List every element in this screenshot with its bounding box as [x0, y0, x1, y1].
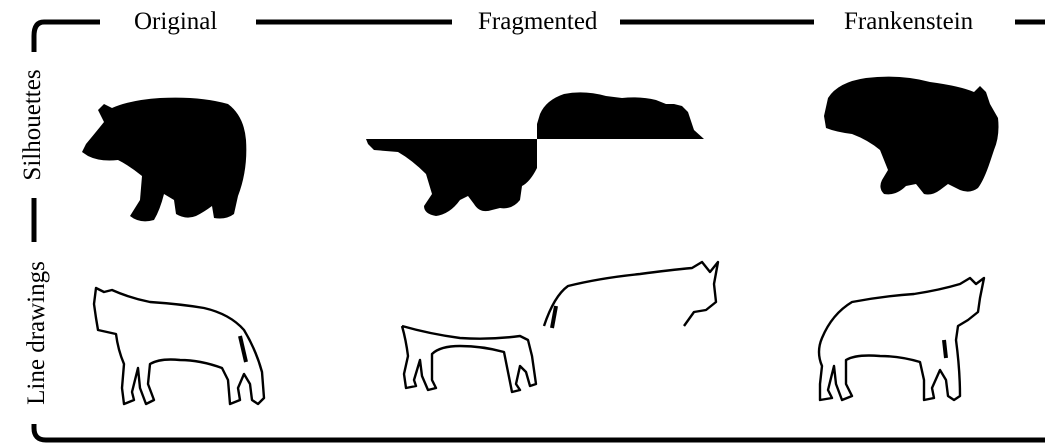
- top-rule-left: [31, 19, 45, 37]
- bear-silhouette-frankenstein: [824, 76, 999, 195]
- bear-silhouette-original: [82, 97, 247, 222]
- row-label-line-drawings: Line drawings: [22, 242, 52, 424]
- bear-silhouette-fragmented: [366, 92, 704, 216]
- wolf-drawing-frankenstein: [817, 276, 986, 402]
- wolf-drawing-fragmented: [400, 260, 720, 394]
- row-label-silhouettes: Silhouettes: [18, 54, 48, 196]
- wolf-drawing-original: [92, 286, 266, 406]
- column-label-original: Original: [126, 6, 226, 38]
- column-label-frankenstein: Frankenstein: [836, 6, 982, 38]
- column-label-fragmented: Fragmented: [470, 6, 606, 38]
- bottom-rule-corner: [31, 427, 47, 443]
